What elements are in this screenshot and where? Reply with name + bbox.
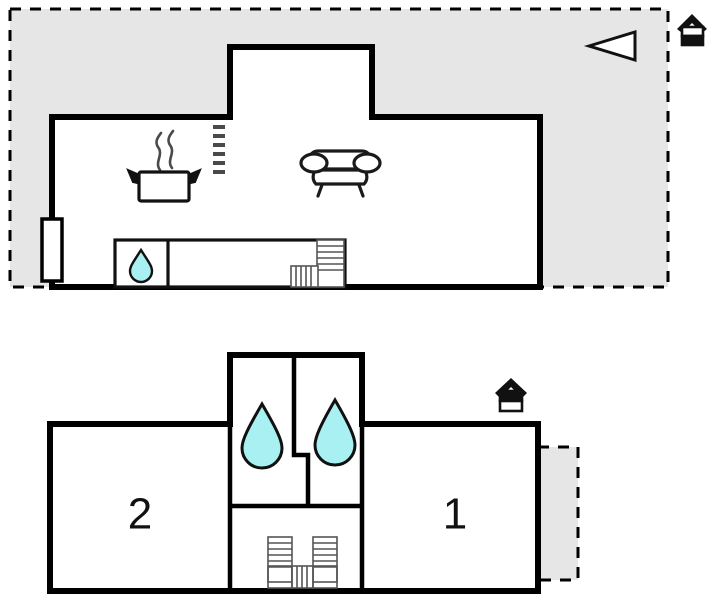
cooking-pot-icon: [126, 168, 202, 203]
staircase-icon: [290, 239, 345, 288]
lower-floor-group: 2 1: [47, 352, 580, 594]
water-drop-icon: [128, 247, 154, 284]
terrace-area-lower: [538, 445, 580, 582]
water-drop-icon: [313, 397, 357, 467]
room-number-1: 1: [443, 490, 467, 539]
upper-floor-group: [8, 7, 707, 290]
lower-strip-upper-floor: [113, 238, 347, 289]
sofa-icon: [299, 149, 382, 198]
entrance-house-icon: [677, 14, 707, 47]
staircase-icon: [267, 536, 338, 589]
water-drop-icon: [240, 401, 284, 470]
room-number-2: 2: [128, 490, 152, 539]
lower-floor-interior: [50, 355, 538, 591]
upper-floor-interior: [52, 47, 540, 287]
window-icon: [40, 217, 64, 283]
steam-icon: [155, 129, 175, 172]
entrance-house-icon: [495, 378, 527, 413]
bathroom-divider-wall: [291, 355, 311, 506]
direction-arrow-icon: [583, 29, 637, 63]
dotted-partition-icon: [213, 125, 225, 174]
